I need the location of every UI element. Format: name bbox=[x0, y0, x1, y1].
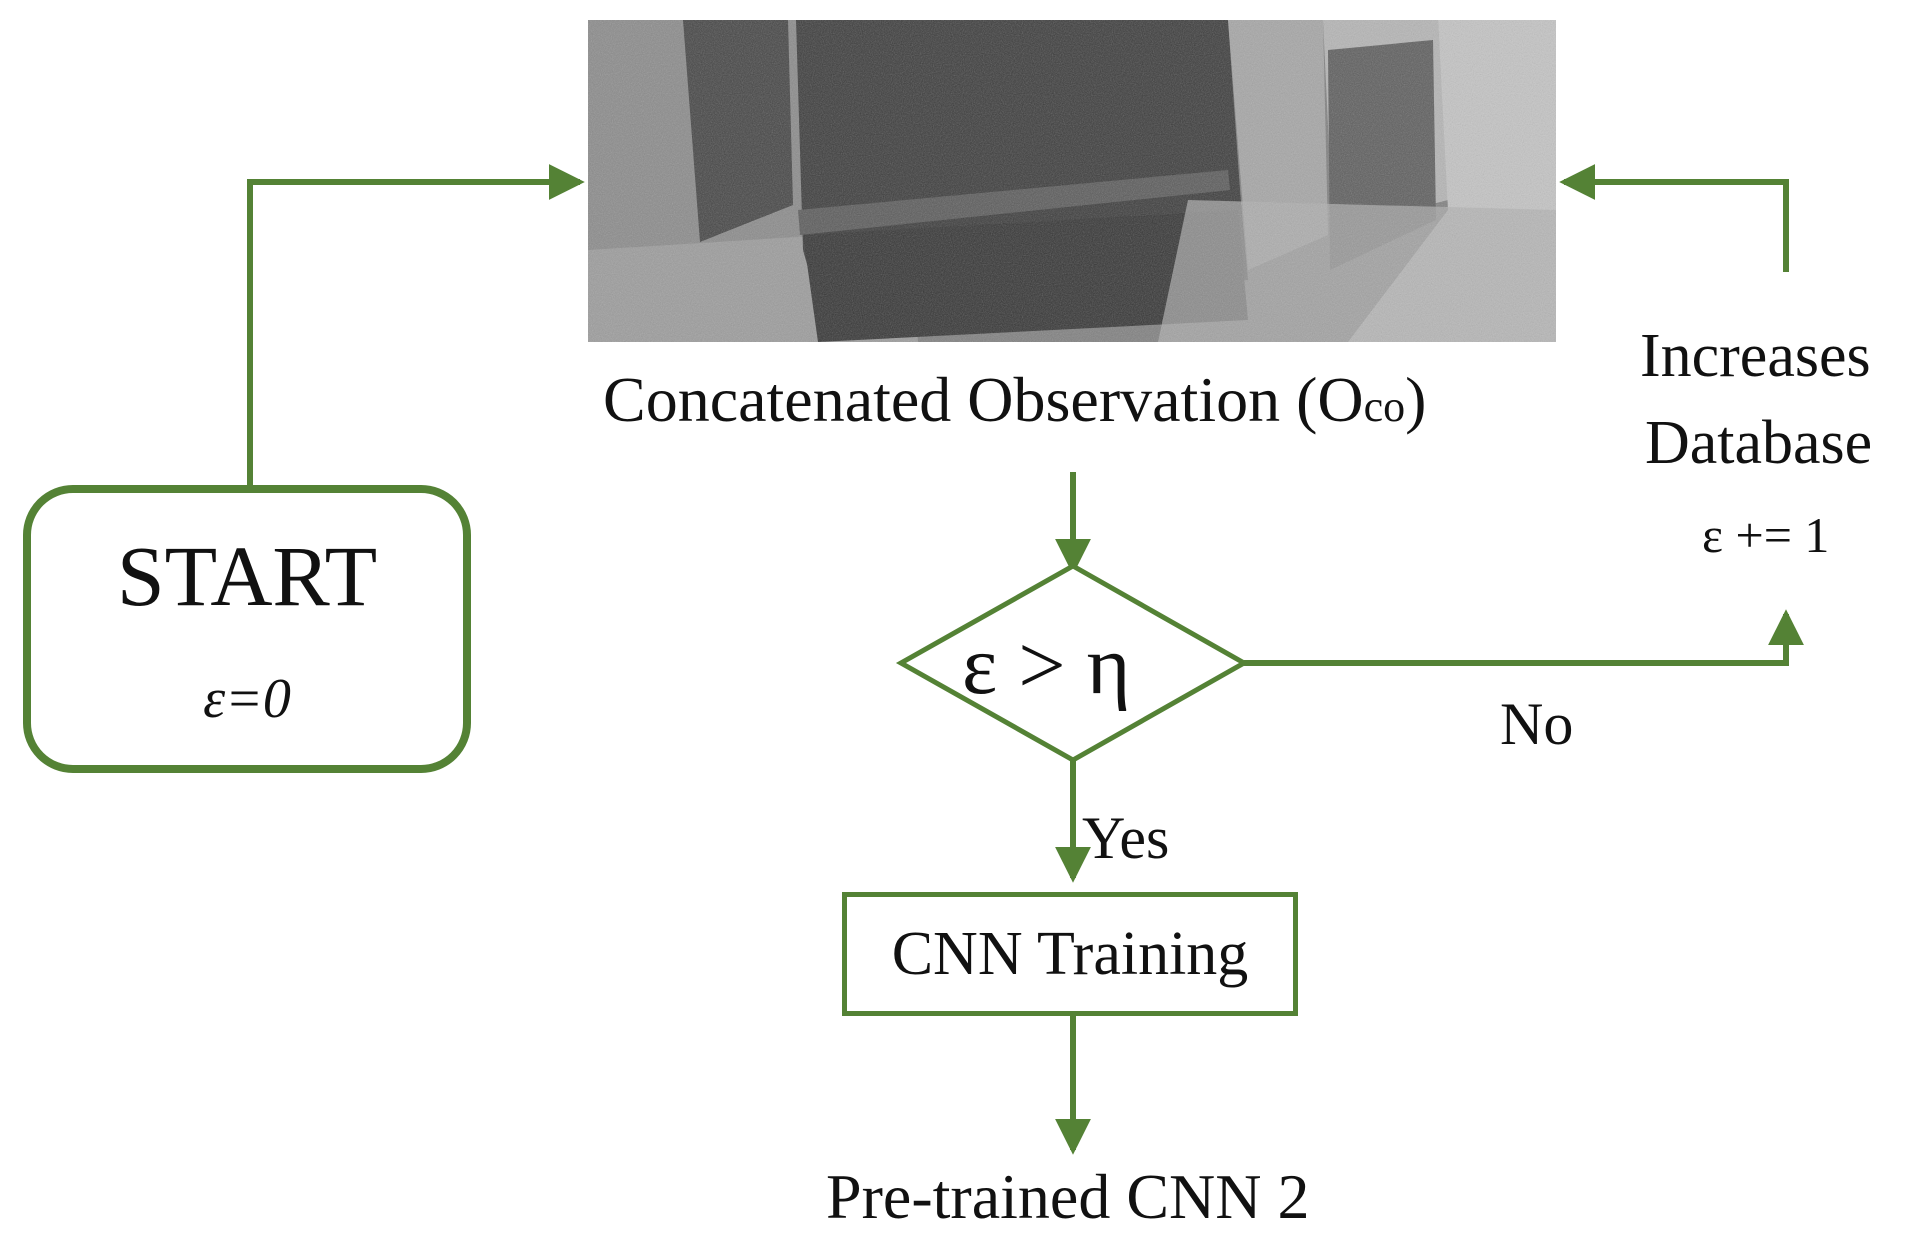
arrow-start-to-observation bbox=[247, 164, 585, 485]
increase-label-line2: Database bbox=[1645, 409, 1873, 477]
observation-label-close: ) bbox=[1405, 364, 1427, 435]
observation-image bbox=[588, 20, 1556, 342]
decision-no-label: No bbox=[1500, 691, 1574, 757]
start-epsilon-init: ε=0 bbox=[203, 668, 291, 730]
start-title: START bbox=[116, 528, 378, 624]
decision-condition: ε > η bbox=[962, 619, 1131, 712]
observation-label-main: Concatenated Observation (O bbox=[603, 364, 1364, 435]
arrow-increase-to-observation bbox=[1559, 164, 1789, 272]
observation-label: Concatenated Observation (Oco) bbox=[603, 368, 1426, 432]
arrow-decision-to-increase bbox=[1244, 609, 1804, 666]
cnn-training-label: CNN Training bbox=[891, 919, 1249, 988]
observation-label-subscript: co bbox=[1363, 382, 1406, 431]
cnn-training-node: CNN Training bbox=[842, 892, 1298, 1016]
increase-label-line1: Increases bbox=[1640, 322, 1871, 390]
decision-yes-label: Yes bbox=[1082, 805, 1170, 871]
output-label: Pre-trained CNN 2 bbox=[826, 1161, 1310, 1232]
start-node: START ε=0 bbox=[23, 485, 471, 773]
increase-epsilon-update: ε += 1 bbox=[1702, 507, 1830, 563]
